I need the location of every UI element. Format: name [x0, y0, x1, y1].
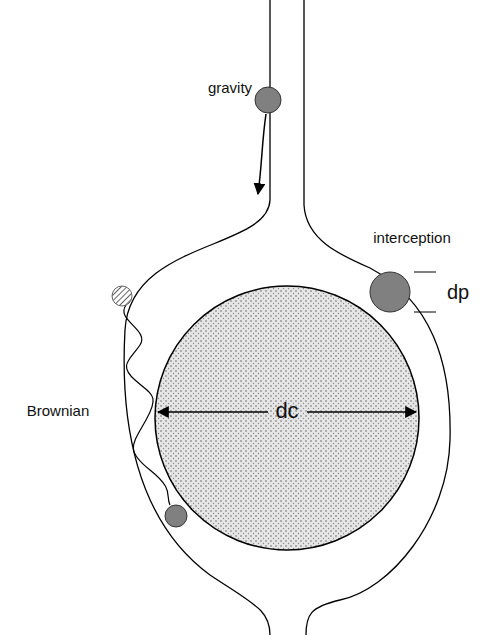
dimension-arrow	[307, 411, 416, 413]
trajectory-arrow	[258, 114, 266, 194]
dimension-arrow	[158, 411, 268, 413]
particle	[370, 272, 410, 312]
particle-start	[112, 286, 132, 306]
particle	[255, 87, 281, 113]
brownian-path	[124, 305, 170, 505]
mechanism-label: Brownian	[27, 403, 90, 420]
dimension-label: dc	[275, 399, 298, 423]
dimension-tick	[414, 312, 436, 313]
mechanism-label: gravity	[208, 80, 252, 97]
collector-fiber	[155, 286, 419, 550]
dimension-tick	[414, 272, 436, 273]
particle	[165, 505, 187, 527]
mechanism-label: interception	[373, 230, 451, 247]
dimension-label: dp	[447, 281, 469, 303]
